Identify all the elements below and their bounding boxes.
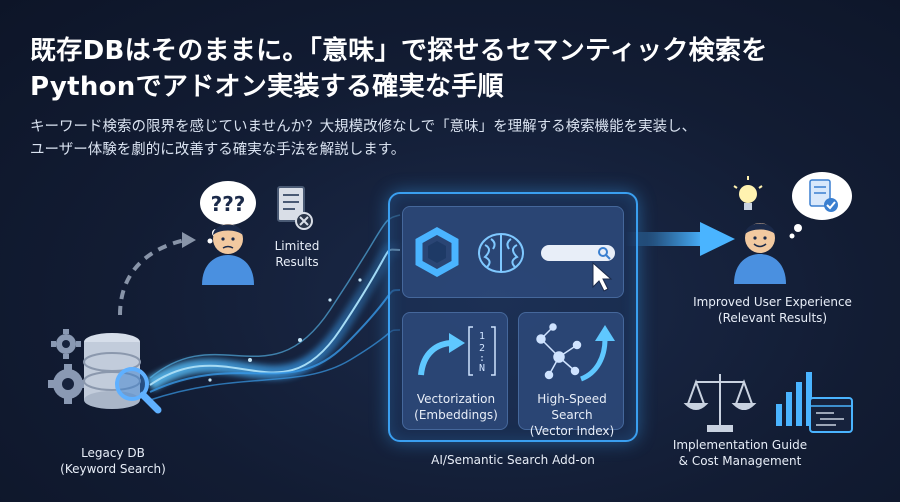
gear-icon xyxy=(51,329,81,359)
code-window-icon xyxy=(809,397,853,433)
result-arrow xyxy=(625,222,735,256)
vector-glyph-3: : xyxy=(479,353,485,364)
vector-glyph-2: 2 xyxy=(479,343,485,354)
gear-icon-large xyxy=(48,364,88,404)
guide-label: Implementation Guide & Cost Management xyxy=(672,438,808,468)
brain-icon xyxy=(478,233,524,273)
page-subtitle: キーワード検索の限界を感じていませんか？大規模改修なしで「意味」を理解する検索機… xyxy=(30,116,880,162)
question-marks: ??? xyxy=(211,192,246,216)
ai-hexagon-logo-icon xyxy=(415,226,459,278)
lightbulb-icon xyxy=(733,176,763,210)
dashed-arrow xyxy=(118,238,186,316)
vector-bracket-icon: 1 2 : N xyxy=(468,326,496,376)
scales-icon xyxy=(683,374,757,432)
guide-group xyxy=(683,372,853,433)
vector-glyph-4: N xyxy=(479,363,485,374)
vectorization-card: 1 2 : N Vectorization (Embeddings) xyxy=(402,312,508,430)
subtitle-line-1: キーワード検索の限界を感じていませんか？大規模改修なしで「意味」を理解する検索機… xyxy=(30,119,697,135)
vector-glyph-1: 1 xyxy=(479,331,485,342)
confused-user-group: ??? xyxy=(200,181,313,285)
happy-user-group xyxy=(733,172,852,284)
magnifier-icon xyxy=(115,367,162,414)
high-speed-search-card: High-Speed Search (Vector Index) xyxy=(518,312,624,438)
high-speed-search-label: High-Speed Search (Vector Index) xyxy=(529,392,615,438)
thought-bubble-document-icon xyxy=(789,172,852,239)
legacy-db-icon xyxy=(48,329,162,414)
vectorization-label: Vectorization (Embeddings) xyxy=(414,392,498,422)
page-title: 既存DBはそのままに。「意味」で探せるセマンティック検索を Pythonでアドオ… xyxy=(30,33,880,105)
semantic-addon-panel: 1 2 : N Vectorization (Embeddings) xyxy=(388,192,638,442)
limited-results-label: Limited Results xyxy=(274,239,320,269)
ai-search-card xyxy=(402,206,624,298)
cursor-icon xyxy=(592,261,613,292)
network-graph-icon xyxy=(536,323,582,380)
improved-ux-label: Improved User Experience (Relevant Resul… xyxy=(693,295,852,325)
title-line-1: 既存DBはそのままに。「意味」で探せるセマンティック検索を xyxy=(30,36,768,66)
curved-arrow-icon xyxy=(418,333,465,376)
up-arrow-icon xyxy=(579,325,615,382)
search-bar-icon xyxy=(541,245,615,261)
document-error-icon xyxy=(277,186,313,230)
bar-chart-icon xyxy=(776,372,812,426)
title-line-2: Pythonでアドオン実装する確実な手順 xyxy=(30,72,504,102)
addon-label: AI/Semantic Search Add-on xyxy=(431,453,595,467)
subtitle-line-2: ユーザー体験を劇的に改善する確実な手法を解説します。 xyxy=(30,142,406,158)
confused-person-icon xyxy=(202,224,254,285)
dashed-arrow-head xyxy=(182,232,196,248)
legacy-db-label: Legacy DB (Keyword Search) xyxy=(60,446,166,476)
happy-person-icon xyxy=(734,223,786,284)
